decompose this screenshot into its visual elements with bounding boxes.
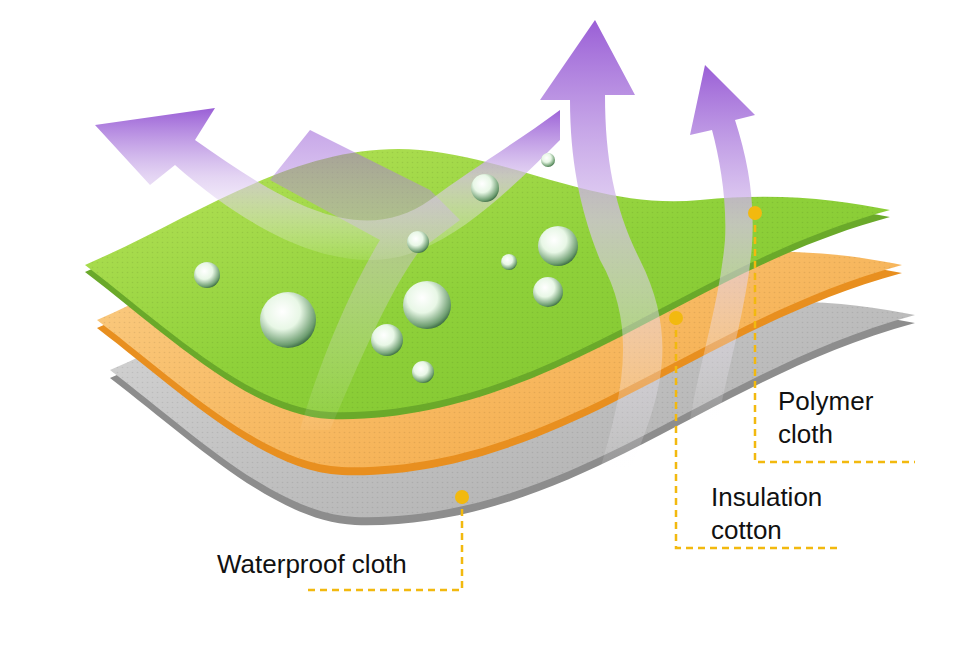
- layer-label: Insulation cotton: [711, 481, 871, 546]
- layer-label: Waterproof cloth: [217, 548, 452, 581]
- layer-label: Polymer cloth: [778, 385, 908, 450]
